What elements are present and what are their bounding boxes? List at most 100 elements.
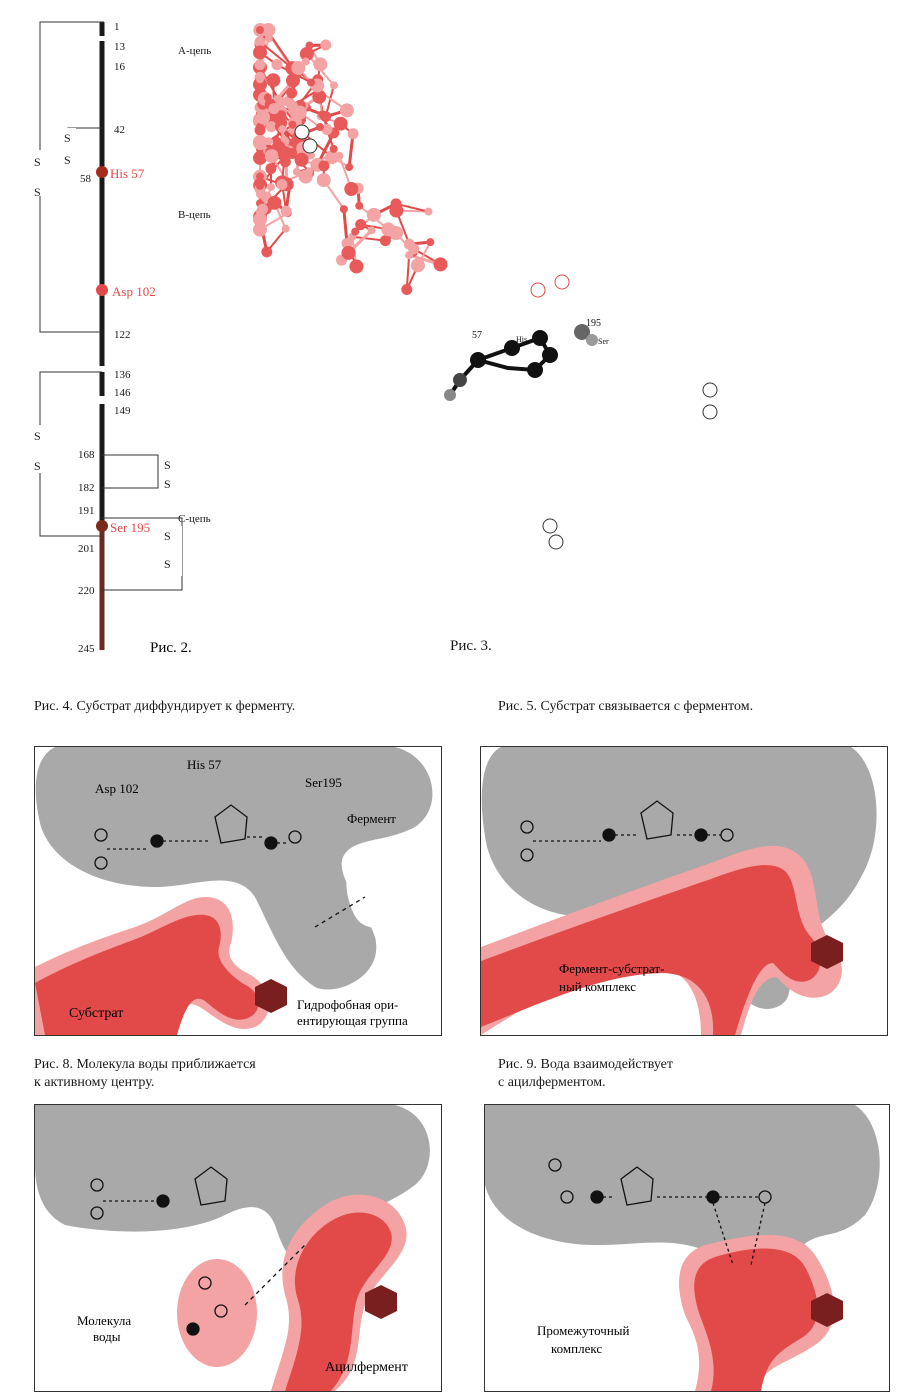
disulfide-s: S [164, 529, 171, 543]
chain-c-label: С-цепь [178, 513, 211, 525]
disulfide-s: S [164, 557, 171, 571]
backbone-atom [256, 181, 264, 190]
enzyme-label: Фермент [347, 811, 396, 826]
backbone-atom [256, 122, 264, 131]
asp102-label: Asp 102 [112, 284, 156, 299]
backbone-trace [253, 23, 448, 296]
his57-label: His 57 [187, 757, 222, 772]
disulfide-s: S [34, 429, 41, 443]
backbone-atom [335, 151, 344, 160]
intermediate-chain [694, 1248, 818, 1391]
figure-9-caption-line-1: Рис. 9. Вода взаимодействует [498, 1057, 674, 1072]
backbone-atom [351, 227, 360, 236]
backbone-atom [272, 136, 281, 145]
backbone-atom [426, 238, 435, 247]
disulfide-s: S [64, 131, 71, 145]
backbone-atom [254, 59, 266, 71]
backbone-atom [381, 222, 396, 237]
backbone-atom [339, 103, 354, 118]
enzyme-shape [35, 747, 433, 990]
backbone-atom [286, 87, 298, 99]
figure-2-caption: Рис. 2. [150, 640, 192, 656]
backbone-atom [264, 29, 273, 38]
backbone-atom [263, 93, 272, 102]
res-58: 58 [80, 173, 92, 185]
substrate-chain [481, 865, 821, 1035]
backbone-atom [256, 26, 264, 34]
backbone-atom [313, 57, 328, 72]
backbone-atom [265, 121, 277, 133]
backbone-atom [292, 105, 307, 120]
hydrophobic-group [255, 979, 287, 1013]
chain-a-label: А-цепь [178, 45, 211, 57]
complex-label-line-2: ный комплекс [559, 979, 636, 994]
ser-label: Ser [598, 337, 609, 346]
backbone-atom [264, 149, 279, 164]
res-122: 122 [114, 329, 131, 341]
backbone-atom [349, 259, 364, 274]
disulfide-s: S [34, 459, 41, 473]
backbone-atom [324, 150, 339, 165]
backbone-atom [405, 251, 414, 260]
backbone-atom [329, 144, 338, 153]
disulfide-s: S [164, 477, 171, 491]
disulfide-s: S [34, 185, 41, 199]
res-13: 13 [114, 41, 126, 53]
backbone-atom [253, 212, 267, 227]
backbone-atom [256, 172, 264, 181]
backbone-atom [318, 110, 327, 119]
backbone-atom [278, 125, 287, 134]
substrate-label: Субстрат [69, 1006, 123, 1021]
backbone-atom [316, 123, 325, 132]
active-site: 57 195 His Ser [294, 124, 718, 550]
res-136: 136 [114, 369, 131, 381]
backbone-atom [355, 219, 367, 231]
backbone-atom [316, 173, 331, 188]
backbone-atom [347, 128, 359, 140]
enzyme-shape [485, 1105, 880, 1274]
backbone-atom [345, 163, 354, 172]
backbone-atom [281, 224, 290, 233]
backbone-atom [339, 205, 348, 214]
backbone-atom [299, 46, 314, 61]
res-168: 168 [78, 449, 95, 461]
figure-9-caption-line-2: с ацилферментом. [498, 1075, 606, 1090]
backbone-atom [424, 207, 433, 216]
intermediate-label-line-2: комплекс [551, 1341, 602, 1356]
res-146: 146 [114, 387, 131, 399]
backbone-atom [253, 136, 268, 151]
water-halo [177, 1259, 257, 1367]
figure-8-panel: Молекула воды Ацилфермент [34, 1104, 442, 1392]
water-label-line-2: воды [93, 1329, 121, 1344]
ser195-label: Ser 195 [110, 520, 150, 535]
backbone-atom [329, 81, 338, 90]
acylenzyme-chain [285, 1212, 392, 1391]
hydrophobic-group [811, 1293, 843, 1327]
backbone-atom [367, 226, 376, 235]
figure-8-caption-line-2: к активному центру. [34, 1075, 155, 1090]
backbone-atom [401, 284, 413, 296]
backbone-atom [288, 120, 297, 129]
backbone-atom [275, 110, 287, 122]
backbone-atom [254, 36, 266, 48]
backbone-atom [403, 238, 415, 250]
res-201: 201 [78, 543, 95, 555]
backbone-atom [253, 45, 267, 60]
backbone-atom [410, 258, 425, 273]
figure-5-caption: Рис. 5. Субстрат связывается с ферментом… [498, 699, 754, 714]
backbone-atom [253, 150, 267, 165]
backbone-atom [341, 245, 356, 260]
res-182: 182 [78, 482, 95, 494]
backbone-atom [291, 61, 306, 76]
figure-5-panel: Фермент-субстрат- ный комплекс [480, 746, 888, 1036]
backbone-atom [265, 163, 277, 175]
ser195-label: Ser195 [305, 775, 342, 790]
backbone-atom [379, 235, 391, 247]
figure-3-caption: Рис. 3. [450, 638, 492, 654]
backbone-atom [267, 183, 276, 192]
backbone-atom [390, 198, 402, 210]
hydrophobic-label-line-1: Гидрофобная ори- [297, 997, 398, 1012]
his57-marker [96, 166, 108, 178]
acylenzyme-label: Ацилфермент [325, 1360, 408, 1375]
res-195-label: 195 [586, 318, 601, 329]
